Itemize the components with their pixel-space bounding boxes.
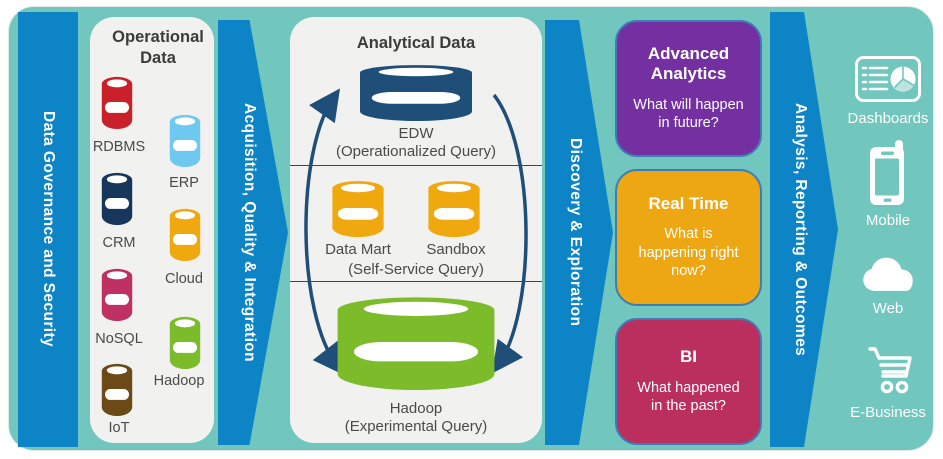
dashboards-label: Dashboards [847, 110, 929, 127]
real-time-question: What is happening right now? [638, 226, 739, 280]
acquisition-label: Acquisition, Quality & Integration [240, 102, 258, 363]
operational-data-title: Operational Data [112, 28, 204, 67]
advanced-analytics-question: What will happen in future? [633, 96, 744, 132]
shopping-cart-icon [868, 347, 912, 394]
bi-title: BI [680, 347, 697, 367]
mobile-phone-icon [870, 140, 904, 205]
mobile-label: Mobile [865, 212, 911, 229]
governance-label: Data Governance and Security [40, 111, 57, 348]
experimental-query-label: (Experimental Query) [344, 418, 488, 435]
edw-database-icon [360, 65, 472, 121]
data-mart-database-icon [332, 181, 384, 237]
data-mart-name: Data Mart [325, 241, 391, 258]
real-time-title: Real Time [648, 193, 729, 213]
web-label: Web [872, 300, 904, 317]
real-time-box: Real Time What is happening right now? [615, 169, 762, 306]
discovery-label: Discovery & Exploration [566, 138, 584, 327]
nosql-database-icon [101, 268, 133, 321]
governance-bar: Data Governance and Security [18, 12, 78, 447]
cloud-label: Cloud [165, 271, 203, 287]
bi-box: BI What happened in the past? [615, 318, 762, 445]
iot-database-icon [101, 363, 133, 416]
rdbms-label: RDBMS [92, 139, 146, 155]
erp-label: ERP [169, 175, 199, 191]
sandbox-database-icon [428, 181, 480, 237]
bi-question: What happened in the past? [637, 379, 740, 415]
hadoop-analytical-database-icon [337, 297, 495, 390]
erp-database-icon [169, 114, 201, 167]
crm-database-icon [101, 172, 133, 225]
analysis-label: Analysis, Reporting & Outcomes [791, 102, 809, 357]
hadoop-source-label: Hadoop [153, 373, 205, 389]
operational-data-card: Operational Data RDBMS ERP CRM Cloud NoS… [90, 17, 214, 443]
nosql-label: NoSQL [95, 331, 143, 347]
e-business-label: E-Business [850, 404, 926, 421]
cloud-database-icon [169, 208, 201, 261]
iot-label: IoT [108, 420, 130, 436]
advanced-analytics-title: Advanced Analytics [647, 44, 730, 84]
tier-divider [290, 165, 542, 166]
advanced-analytics-box: Advanced Analytics What will happen in f… [615, 20, 762, 157]
edw-name: EDW [398, 125, 434, 142]
tier-divider [290, 281, 542, 282]
hadoop-name: Hadoop [389, 400, 443, 417]
sandbox-name: Sandbox [426, 241, 486, 258]
crm-label: CRM [102, 235, 136, 251]
rdbms-database-icon [101, 76, 133, 129]
hadoop-database-icon [169, 316, 201, 369]
cycle-arrows-icon [304, 88, 528, 376]
edw-query-label: (Operationalized Query) [335, 143, 497, 160]
analytical-data-card: Analytical Data EDW (Operationalized Que… [290, 17, 542, 443]
dashboards-icon [855, 56, 921, 102]
cloud-icon [863, 257, 913, 291]
self-service-query-label: (Self-Service Query) [348, 261, 484, 278]
analytical-data-title: Analytical Data [356, 34, 476, 52]
